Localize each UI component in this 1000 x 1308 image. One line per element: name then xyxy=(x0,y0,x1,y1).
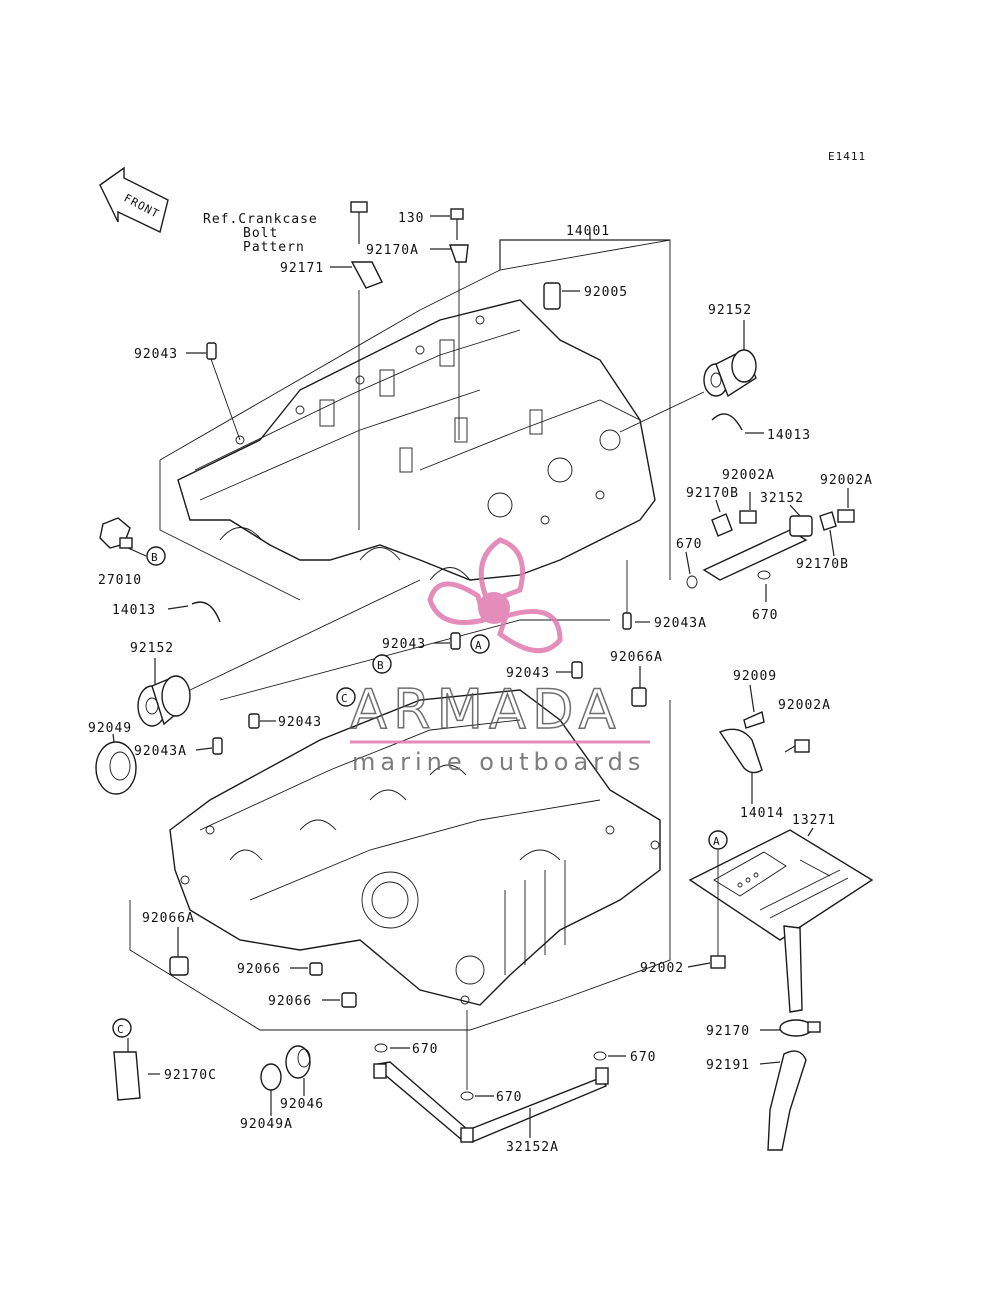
upper-crankcase-drawing xyxy=(159,239,671,601)
label-92171: 92171 xyxy=(280,261,324,276)
label-14001: 14001 xyxy=(566,224,610,239)
bearing-92046-drawing xyxy=(285,1045,311,1079)
label-92043-mid1: 92043 xyxy=(382,637,426,652)
propeller-icon xyxy=(427,537,563,654)
pin-92043-mid1-drawing xyxy=(450,632,461,650)
label-92043A-right: 92043A xyxy=(654,616,707,631)
label-92002A-3: 92002A xyxy=(778,698,831,713)
label-130: 130 xyxy=(398,211,424,226)
svg-text:B: B xyxy=(151,551,159,564)
bushing-92152-right-drawing xyxy=(619,349,757,433)
watermark-tagline: marine outboards xyxy=(352,748,645,776)
label-92066-2: 92066 xyxy=(268,994,312,1009)
label-92043-top: 92043 xyxy=(134,347,178,362)
label-32152: 32152 xyxy=(760,491,804,506)
oil-pipe-32152A-drawing xyxy=(373,1043,609,1143)
ref-note-line3: Pattern xyxy=(243,240,305,255)
label-14014: 14014 xyxy=(740,806,784,821)
watermark-brand: ARMADA xyxy=(350,678,622,741)
label-92066A-right: 92066A xyxy=(610,650,663,665)
label-92009: 92009 xyxy=(733,669,777,684)
label-14013-right: 14013 xyxy=(767,428,811,443)
label-92043A-left: 92043A xyxy=(134,744,187,759)
hose-92191-drawing xyxy=(767,1050,807,1151)
plate-14014-drawing xyxy=(718,711,810,774)
label-670-4: 670 xyxy=(630,1050,656,1065)
callout-C-clamp: C xyxy=(112,1018,132,1038)
leader-lines xyxy=(112,215,849,1138)
part-number-labels: 130 92170A 14001 92171 92005 92152 92043… xyxy=(88,211,873,1155)
label-92066-1: 92066 xyxy=(237,962,281,977)
label-14013-left: 14013 xyxy=(112,603,156,618)
label-92005: 92005 xyxy=(584,285,628,300)
label-92043-low: 92043 xyxy=(278,715,322,730)
bushing-92152-left-drawing xyxy=(137,579,421,727)
plug-92066A-right-drawing xyxy=(631,687,647,707)
bolt-92002-drawing xyxy=(710,955,726,969)
svg-text:A: A xyxy=(713,835,721,848)
label-92152-top: 92152 xyxy=(708,303,752,318)
plug-92066-1-drawing xyxy=(309,962,323,976)
strainer-13271-drawing xyxy=(688,829,874,1013)
oil-pipe-32152-drawing xyxy=(686,509,855,589)
label-92046: 92046 xyxy=(280,1097,324,1112)
label-92049A: 92049A xyxy=(240,1117,293,1132)
label-670-5: 670 xyxy=(496,1090,522,1105)
svg-text:B: B xyxy=(377,659,385,672)
label-92066A-left: 92066A xyxy=(142,911,195,926)
pin-92043-mid2-drawing xyxy=(571,661,583,679)
label-92002A-1: 92002A xyxy=(722,468,775,483)
svg-text:A: A xyxy=(475,639,483,652)
label-32152A: 32152A xyxy=(506,1140,559,1155)
bolt-130-drawing xyxy=(449,208,469,440)
plug-92066-2-drawing xyxy=(341,992,357,1008)
label-92170C: 92170C xyxy=(164,1068,217,1083)
clamp-92170C-drawing xyxy=(113,1051,141,1101)
callout-B-lower: B xyxy=(372,654,392,674)
pin-92043A-right-drawing xyxy=(622,612,632,630)
diagram-code: E1411 xyxy=(828,150,866,163)
label-92170B-2: 92170B xyxy=(796,557,849,572)
pin-92043-top-drawing xyxy=(206,342,217,360)
svg-text:C: C xyxy=(117,1023,125,1036)
ref-note-line2: Bolt xyxy=(243,226,278,241)
label-13271: 13271 xyxy=(792,813,836,828)
bolt-ref-drawing xyxy=(350,201,383,530)
label-92170A: 92170A xyxy=(366,243,419,258)
label-670-2: 670 xyxy=(752,608,778,623)
watermark-logo: ARMADA marine outboards xyxy=(349,537,650,776)
lower-crankcase-drawing xyxy=(129,619,671,1031)
pin-92043-low-drawing xyxy=(248,713,260,729)
label-670-3: 670 xyxy=(412,1042,438,1057)
label-92170B-1: 92170B xyxy=(686,486,739,501)
label-92170: 92170 xyxy=(706,1024,750,1039)
plug-92066A-left-drawing xyxy=(169,956,189,976)
half-ring-14013-left-drawing xyxy=(191,601,221,623)
callout-B-upper: B xyxy=(146,546,166,566)
label-92002A-2: 92002A xyxy=(820,473,873,488)
seal-92049-drawing xyxy=(95,741,137,795)
callout-A-upper: A xyxy=(470,634,490,654)
switch-27010-drawing xyxy=(99,517,133,549)
label-670-1: 670 xyxy=(676,537,702,552)
half-ring-14013-right-drawing xyxy=(711,413,743,431)
label-92049: 92049 xyxy=(88,721,132,736)
callout-A-strainer: A xyxy=(708,830,728,850)
label-27010: 27010 xyxy=(98,573,142,588)
front-arrow-icon: FRONT xyxy=(99,166,169,233)
clamp-92170-drawing xyxy=(779,1019,821,1037)
label-92002: 92002 xyxy=(640,961,684,976)
seal-92049A-drawing xyxy=(260,1063,282,1091)
pin-92043A-left-drawing xyxy=(212,737,223,755)
label-92152-left: 92152 xyxy=(130,641,174,656)
label-92191: 92191 xyxy=(706,1058,750,1073)
dowel-92005-drawing xyxy=(543,282,561,310)
svg-text:C: C xyxy=(341,692,349,705)
ref-note-line1: Ref.Crankcase xyxy=(203,212,318,227)
label-92043-mid2: 92043 xyxy=(506,666,550,681)
callout-C-lower: C xyxy=(336,687,356,707)
